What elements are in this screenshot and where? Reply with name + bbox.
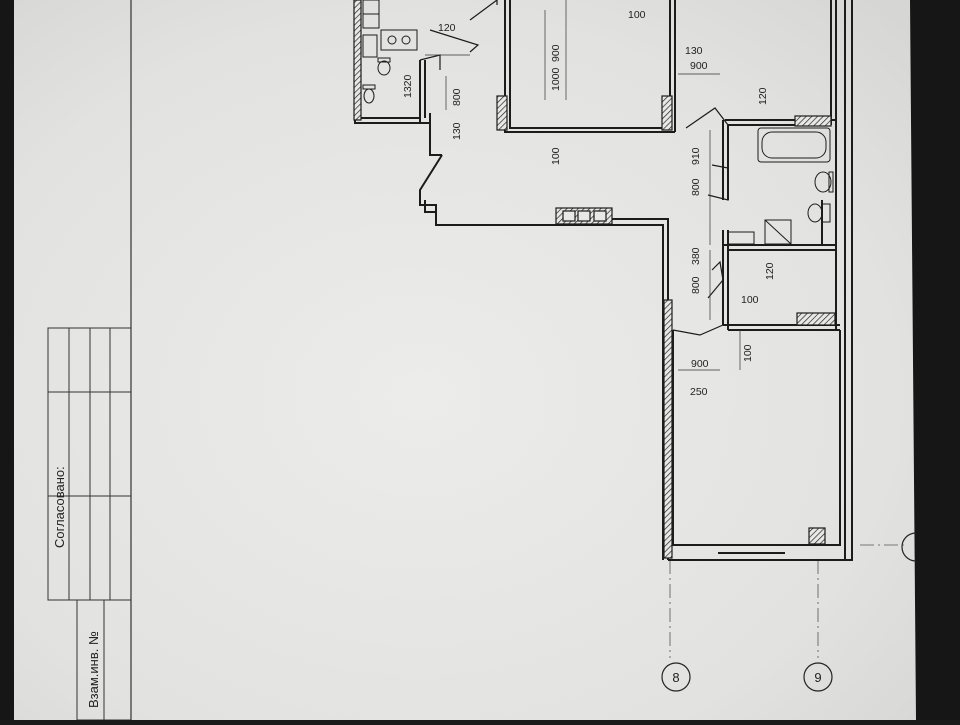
dim-label: 120 [764, 262, 776, 280]
dim-label: 100 [741, 294, 759, 306]
dim-label: 380 [690, 247, 702, 265]
hatched-wall-blocks [353, 0, 836, 559]
shower-tray [727, 219, 792, 245]
dim-label: 900 [690, 60, 708, 72]
inventory-label: Взам.инв. № [86, 631, 101, 708]
paper-sheet [14, 0, 916, 720]
dim-label: 250 [690, 386, 708, 398]
dim-label: 100 [550, 147, 562, 165]
dimension-lines [425, 0, 741, 371]
axis-label-8: 8 [672, 670, 679, 685]
dim-label: 900 [691, 358, 709, 370]
approved-label: Согласовано: [52, 466, 67, 548]
kitchen-fixtures [362, 0, 418, 104]
dim-label: 100 [628, 9, 646, 21]
dim-label: 800 [690, 276, 702, 294]
approval-stamp [47, 327, 132, 721]
dim-label: 800 [451, 88, 463, 106]
dim-label: 900 [550, 44, 562, 62]
axis-marker-8: 8 [661, 662, 691, 692]
dim-label: 800 [690, 178, 702, 196]
dim-label: 910 [690, 147, 702, 165]
toilet-right [807, 203, 831, 223]
dim-label: 130 [451, 122, 463, 140]
axis-marker-9: 9 [803, 662, 833, 692]
dim-label: 120 [438, 22, 456, 34]
dim-label: 100 [742, 344, 754, 362]
bathtub [757, 127, 831, 163]
dim-label: 1000 [550, 67, 562, 91]
dim-label: 130 [685, 45, 703, 57]
axis-lines [669, 544, 905, 658]
dimension-labels: 120 900 1000 100 130 900 1320 800 130 12… [402, 9, 776, 398]
dim-label: 120 [757, 87, 769, 105]
sink [814, 171, 834, 193]
dim-label: 1320 [402, 74, 414, 98]
doors [419, 0, 729, 336]
axis-label-9: 9 [814, 670, 821, 685]
axis-marker-edge [901, 532, 917, 562]
